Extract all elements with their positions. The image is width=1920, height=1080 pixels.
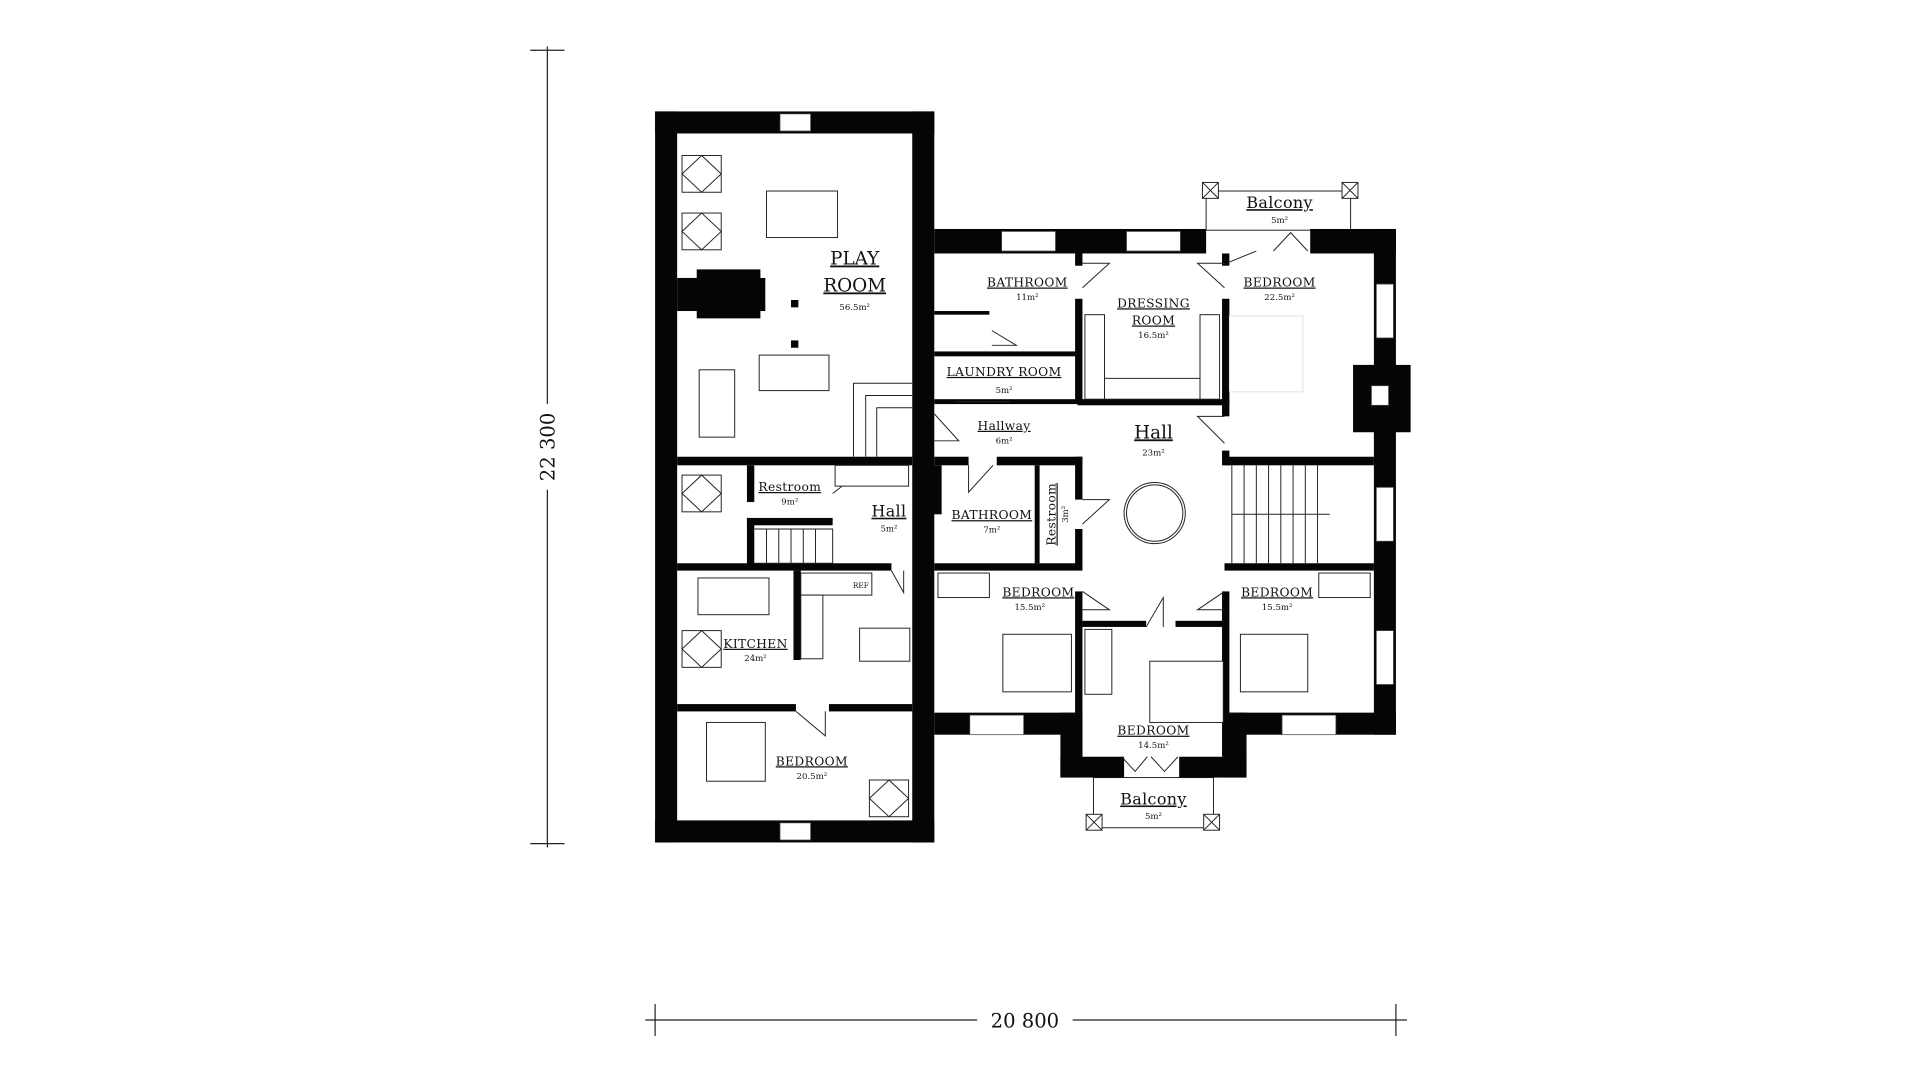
bedroom-left-label: BEDROOM — [776, 754, 848, 768]
laundry-label: LAUNDRY ROOM — [947, 365, 1062, 379]
bedroom-se-area: 15.5m² — [1262, 603, 1293, 613]
play-room-label: PLAY — [830, 248, 880, 269]
hall-main-label: Hall — [1134, 422, 1173, 443]
play-room-label-2: ROOM — [823, 275, 886, 296]
fridge-label: REF — [853, 581, 869, 590]
width-dimension: 20 800 — [645, 1004, 1407, 1036]
bedroom-sw-area: 15.5m² — [1014, 603, 1045, 613]
dressing-area: 16.5m² — [1138, 331, 1169, 341]
play-room-area: 56.5m² — [839, 303, 870, 313]
armchair-sofa — [698, 369, 736, 438]
restroom-left-label: Restroom — [758, 480, 821, 494]
bed — [706, 721, 766, 782]
round-table — [1123, 481, 1186, 545]
balcony-bottom-area: 5m² — [1145, 812, 1162, 822]
bathroom-top-label: BATHROOM — [987, 276, 1068, 290]
bedroom-sw-label: BEDROOM — [1002, 585, 1074, 599]
bedroom-se-label: BEDROOM — [1241, 585, 1313, 599]
bedroom-s-area: 14.5m² — [1138, 741, 1169, 751]
bedroom-master-area: 22.5m² — [1264, 293, 1295, 303]
balcony-bottom — [1085, 777, 1221, 831]
restroom-mid-label: Restroom — [1045, 483, 1059, 546]
hallway-area: 6m² — [996, 436, 1013, 446]
height-label: 22 300 — [537, 413, 560, 482]
hall-small-area: 5m² — [880, 524, 897, 534]
hall-main-area: 23m² — [1142, 449, 1164, 459]
bed-s — [1149, 660, 1224, 723]
dining-table — [766, 190, 839, 239]
bathroom-top-area: 11m² — [1016, 293, 1038, 303]
width-label: 20 800 — [991, 1009, 1060, 1032]
kitchen-area: 24m² — [744, 654, 766, 664]
balcony-top-label: Balcony — [1246, 193, 1313, 212]
dressing-label-2: ROOM — [1132, 313, 1175, 327]
bed-sw — [1002, 633, 1072, 693]
balcony-top — [1201, 181, 1359, 231]
windows — [779, 113, 1394, 841]
hallway-label: Hallway — [978, 419, 1031, 433]
dressing-label: DRESSING — [1117, 296, 1190, 310]
kitchen-label: KITCHEN — [723, 637, 787, 651]
height-dimension: 22 300 — [530, 46, 565, 848]
kitchen-table — [859, 627, 911, 662]
bathroom-mid-area: 7m² — [983, 526, 1000, 536]
walls — [655, 111, 1411, 843]
bedroom-master-label: BEDROOM — [1244, 276, 1316, 290]
laundry-area: 5m² — [996, 386, 1013, 396]
bathroom-mid-label: BATHROOM — [951, 508, 1032, 522]
hall-small-label: Hall — [871, 502, 906, 521]
balcony-bottom-label: Balcony — [1120, 789, 1187, 808]
balcony-top-area: 5m² — [1271, 216, 1288, 226]
bedroom-left-area: 20.5m² — [797, 772, 828, 782]
sofa — [758, 354, 830, 392]
kitchen-sofa — [697, 577, 770, 616]
restroom-mid-area: 3m² — [1061, 506, 1071, 523]
furniture: REF — [681, 154, 1371, 818]
restroom-left-area: 9m² — [781, 497, 798, 507]
bed-se — [1239, 633, 1309, 693]
bedroom-s-label: BEDROOM — [1117, 724, 1189, 738]
room-labels: PLAY ROOM 56.5m² Restroom 9m² Hall 5m² K… — [723, 193, 1315, 822]
master-bed — [1228, 315, 1304, 393]
